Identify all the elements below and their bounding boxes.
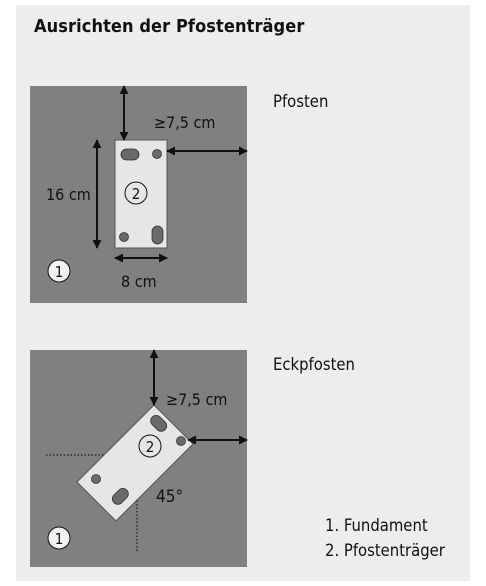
foundation-marker-number: 1	[55, 530, 64, 548]
bracket-hole	[151, 225, 164, 245]
page-title: Ausrichten der Pfostenträger	[34, 16, 305, 37]
bracket-marker-number: 2	[146, 438, 155, 456]
width-label: 8 cm	[121, 272, 157, 291]
legend-item-1: 1. Fundament	[325, 516, 428, 535]
angle-label: 45°	[156, 487, 183, 507]
bracket-marker	[124, 181, 148, 205]
bracket-hole	[176, 436, 186, 446]
distance-label: ≥7,5 cm	[154, 113, 215, 132]
legend-item-2: 2. Pfostenträger	[325, 541, 445, 560]
figure1-heading: Pfosten	[273, 92, 329, 111]
bracket-hole	[150, 414, 168, 432]
foundation-marker	[47, 526, 71, 550]
bracket-hole	[91, 474, 101, 484]
distance-label: ≥7,5 cm	[166, 390, 227, 409]
foundation-marker	[47, 259, 71, 283]
bracket-marker	[138, 434, 162, 458]
bracket-hole	[111, 487, 129, 505]
bracket-marker-number: 2	[132, 185, 141, 203]
height-label: 16 cm	[46, 185, 91, 204]
foundation-marker-number: 1	[55, 263, 64, 281]
bracket-hole	[119, 232, 129, 242]
bracket-hole	[152, 149, 162, 159]
figure2-heading: Eckpfosten	[273, 355, 355, 374]
corner-post-bracket	[76, 404, 194, 522]
bracket-hole	[120, 148, 140, 161]
